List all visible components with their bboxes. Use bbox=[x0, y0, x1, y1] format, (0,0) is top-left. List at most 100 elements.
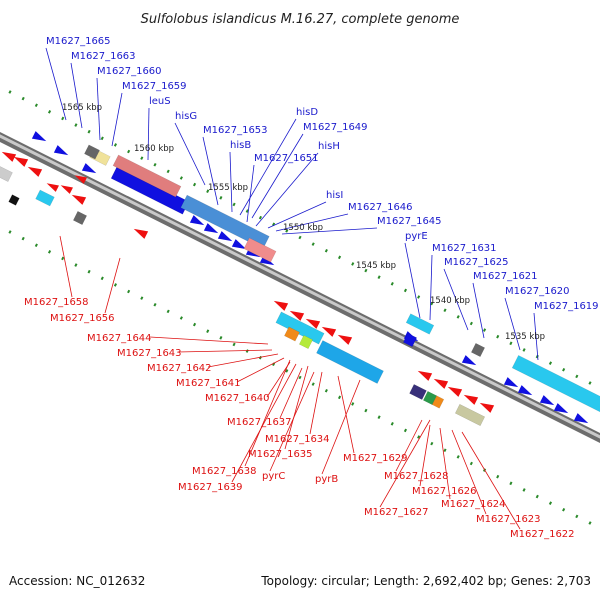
gene-arrow bbox=[133, 228, 149, 239]
gene-label: M1627_1640 bbox=[205, 393, 270, 404]
leader-line bbox=[207, 353, 279, 368]
gene-arrow bbox=[553, 403, 569, 414]
gene-label: M1627_1644 bbox=[87, 333, 152, 344]
leader-line bbox=[104, 257, 121, 314]
gene-label: M1627_1631 bbox=[432, 243, 497, 254]
leader-line bbox=[284, 365, 309, 450]
leader-line bbox=[239, 118, 297, 216]
scale-tick bbox=[298, 235, 302, 240]
scale-tick bbox=[192, 322, 197, 327]
gene-label: M1627_1627 bbox=[364, 507, 429, 518]
leader-line bbox=[244, 359, 291, 467]
scale-tick bbox=[588, 521, 592, 525]
gene-label: M1627_1619 bbox=[534, 301, 599, 312]
gene-block bbox=[402, 332, 418, 348]
gene-block bbox=[84, 144, 100, 160]
gene-arrow bbox=[289, 310, 305, 321]
leader-line bbox=[472, 282, 485, 339]
scale-tick bbox=[548, 361, 553, 365]
gene-block bbox=[405, 313, 435, 335]
gene-block bbox=[243, 237, 277, 263]
leader-line bbox=[419, 424, 431, 487]
leader-line bbox=[461, 431, 521, 530]
topology-text: Topology: circular; Length: 2,692,402 bp… bbox=[260, 574, 591, 588]
scale-tick bbox=[337, 255, 342, 260]
scale-tick bbox=[179, 316, 183, 320]
gene-block bbox=[0, 166, 13, 182]
scale-tick bbox=[100, 276, 104, 281]
scale-tick bbox=[588, 381, 592, 385]
scale-tick bbox=[575, 514, 579, 519]
leader-line bbox=[275, 213, 349, 232]
gene-arrow bbox=[231, 239, 247, 250]
scale-tick bbox=[219, 336, 223, 340]
scale-tick bbox=[548, 501, 553, 505]
gene-arrow bbox=[1, 151, 17, 162]
scale-tick bbox=[47, 250, 52, 254]
scale-tick bbox=[324, 388, 328, 393]
gene-arrow bbox=[463, 394, 479, 405]
scale-tick bbox=[245, 349, 249, 353]
gene-arrow bbox=[203, 223, 219, 234]
gene-arrow bbox=[503, 377, 519, 388]
gene-arrow bbox=[189, 215, 205, 226]
scale-tick bbox=[575, 374, 579, 379]
scale-tick bbox=[113, 143, 118, 147]
leader-line bbox=[533, 312, 539, 361]
leader-line bbox=[443, 268, 469, 331]
gene-label: hisG bbox=[175, 111, 197, 122]
gene-arrow bbox=[273, 300, 289, 311]
scale-tick bbox=[21, 236, 25, 241]
gene-block bbox=[72, 210, 88, 226]
scale-tick bbox=[179, 176, 183, 180]
gene-label: M1627_1643 bbox=[117, 348, 182, 359]
scale-tick bbox=[34, 103, 38, 108]
leader-line bbox=[379, 419, 431, 508]
leader-line bbox=[251, 133, 304, 219]
scale-tick bbox=[219, 196, 223, 200]
gene-arrow bbox=[74, 175, 87, 184]
leader-line bbox=[504, 297, 521, 351]
scale-tick bbox=[443, 308, 447, 313]
scale-tick bbox=[311, 382, 315, 386]
gene-label: M1627_1629 bbox=[343, 453, 408, 464]
scale-tick bbox=[364, 268, 368, 273]
scale-tick bbox=[351, 402, 355, 406]
leader-line bbox=[111, 92, 123, 147]
scale-tick bbox=[417, 295, 421, 299]
gene-arrow bbox=[46, 183, 59, 192]
scale-tick bbox=[390, 282, 394, 286]
scale-tick bbox=[140, 296, 144, 300]
gene-label: M1627_1620 bbox=[505, 286, 570, 297]
leader-line bbox=[321, 379, 361, 475]
gene-label: M1627_1663 bbox=[71, 51, 136, 62]
scale-tick bbox=[403, 428, 408, 433]
leader-line bbox=[45, 47, 67, 121]
map-title: Sulfolobus islandicus M.16.27, complete … bbox=[141, 12, 460, 27]
gene-label: M1627_1656 bbox=[50, 313, 115, 324]
gene-label: pyrB bbox=[315, 474, 338, 485]
gene-arrow bbox=[573, 413, 589, 424]
gene-label: pyrC bbox=[262, 471, 285, 482]
scale-tick bbox=[311, 242, 315, 246]
accession-text: Accession: NC_012632 bbox=[9, 574, 145, 588]
gene-label: M1627_1660 bbox=[97, 66, 162, 77]
gene-block bbox=[298, 334, 314, 350]
gene-arrow bbox=[539, 395, 555, 406]
gene-label: M1627_1642 bbox=[147, 363, 212, 374]
scale-tick bbox=[153, 302, 157, 307]
leader-line bbox=[266, 361, 291, 398]
leader-line bbox=[451, 429, 487, 515]
leader-line bbox=[429, 254, 433, 321]
scale-tick bbox=[206, 189, 210, 193]
scale-tick bbox=[74, 123, 78, 127]
scale-tick bbox=[285, 369, 289, 373]
scale-tick bbox=[192, 182, 197, 187]
gene-label: M1627_1623 bbox=[476, 514, 541, 525]
scale-tick bbox=[8, 230, 12, 234]
scale-tick bbox=[232, 342, 236, 347]
scale-tick bbox=[153, 162, 157, 167]
scale-tick bbox=[47, 110, 52, 114]
scale-tick bbox=[87, 129, 91, 134]
scale-tick bbox=[61, 256, 65, 261]
